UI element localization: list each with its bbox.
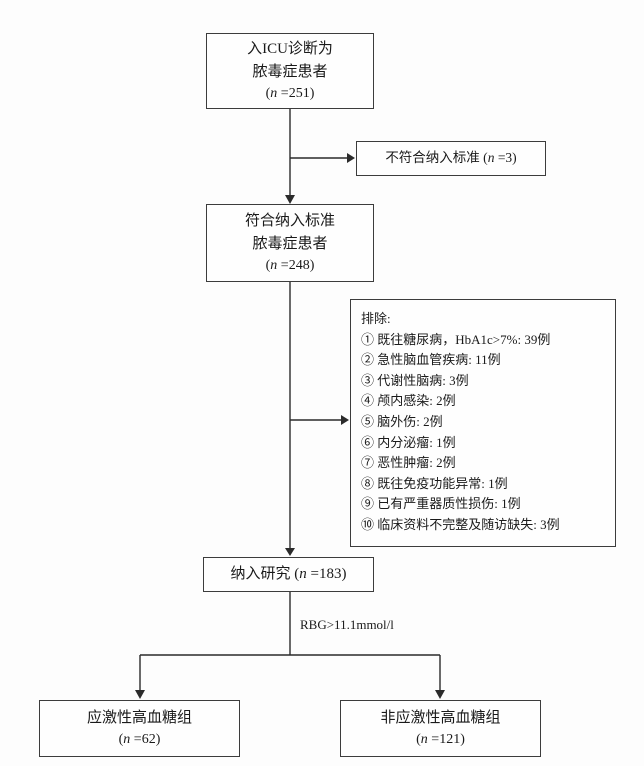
box-n-count: (n =248) [266, 255, 315, 276]
n-count-value: =62) [130, 732, 161, 748]
arrowhead-down-enrolled [285, 548, 295, 556]
box-not-meeting-criteria: 不符合纳入标准 (n =3) [356, 141, 546, 176]
arrowhead-right-not-meeting [347, 153, 355, 163]
exclusion-title: 排除: [361, 311, 391, 326]
box-eligible-patients: 符合纳入标准 脓毒症患者 (n =248) [206, 204, 374, 282]
box-n-count: (n =121) [416, 729, 465, 750]
box-non-stress-hyperglycemia-group: 非应激性高血糖组 (n =121) [340, 700, 541, 757]
n-count-value: =248) [277, 258, 315, 273]
box-enrolled-study: 纳入研究 (n =183) [203, 557, 374, 592]
paren-open: ( [265, 258, 271, 273]
n-count-value: =3) [494, 150, 517, 166]
exclusion-item: ⑧ 既往免疫功能异常: 1例 [361, 475, 508, 491]
n-count-value: =183) [306, 566, 347, 583]
exclusion-item: ③ 代谢性脑病: 3例 [361, 372, 469, 388]
n-symbol: n [487, 150, 495, 166]
paren-open: ( [416, 732, 421, 748]
exclusion-item: ⑤ 脑外伤: 2例 [361, 413, 443, 429]
exclusion-item: ⑦ 恶性肿瘤: 2例 [361, 455, 456, 471]
box-line: 脓毒症患者 [252, 63, 328, 80]
arrowhead-right-exclusion [341, 415, 349, 425]
exclusion-item: ⑨ 已有严重器质性损伤: 1例 [361, 496, 521, 512]
box-line: 非应激性高血糖组 [380, 709, 501, 726]
box-line: 脓毒症患者 [252, 235, 328, 252]
not-meeting-text: 不符合纳入标准 ( [385, 150, 488, 166]
box-n-count: (n =62) [119, 729, 161, 750]
exclusion-item: ① 既往糖尿病，HbA1c>7%: 39例 [361, 331, 551, 347]
box-line: 纳入研究 (n =183) [231, 563, 347, 586]
arrowhead-down-eligible [285, 195, 295, 204]
exclusion-item: ④ 颅内感染: 2例 [361, 393, 456, 409]
paren-open: ( [118, 732, 124, 748]
n-symbol: n [420, 732, 428, 748]
n-symbol: n [123, 732, 131, 748]
arrowhead-down-stress [135, 690, 145, 699]
box-line: 符合纳入标准 [244, 213, 335, 229]
exclusion-item: ⑩ 临床资料不完整及随访缺失: 3例 [361, 516, 560, 532]
box-stress-hyperglycemia-group: 应激性高血糖组 (n =62) [39, 700, 240, 757]
n-symbol: n [299, 566, 307, 583]
box-icu-diagnosis: 入ICU诊断为 脓毒症患者 (n =251) [206, 33, 374, 109]
exclusion-item: ⑥ 内分泌瘤: 1例 [361, 434, 456, 450]
paren-open: ( [265, 86, 271, 101]
n-symbol: n [270, 86, 278, 101]
n-symbol: n [270, 258, 278, 273]
exclusion-item: ② 急性脑血管疾病: 11例 [361, 352, 501, 368]
box-line: 入ICU诊断为 [247, 41, 333, 57]
label-split-criterion: RBG>11.1mmol/l [300, 617, 394, 632]
n-count-value: =251) [277, 86, 315, 101]
box-line: 不符合纳入标准 (n =3) [385, 148, 516, 168]
box-exclusion-list: 排除: ① 既往糖尿病，HbA1c>7%: 39例 ② 急性脑血管疾病: 11例… [350, 299, 616, 547]
n-count-value: =121) [427, 732, 465, 748]
enrolled-text: 纳入研究 ( [230, 566, 300, 583]
arrowhead-down-non-stress [435, 690, 445, 699]
box-line: 应激性高血糖组 [86, 709, 192, 726]
box-n-count: (n =251) [266, 83, 315, 104]
